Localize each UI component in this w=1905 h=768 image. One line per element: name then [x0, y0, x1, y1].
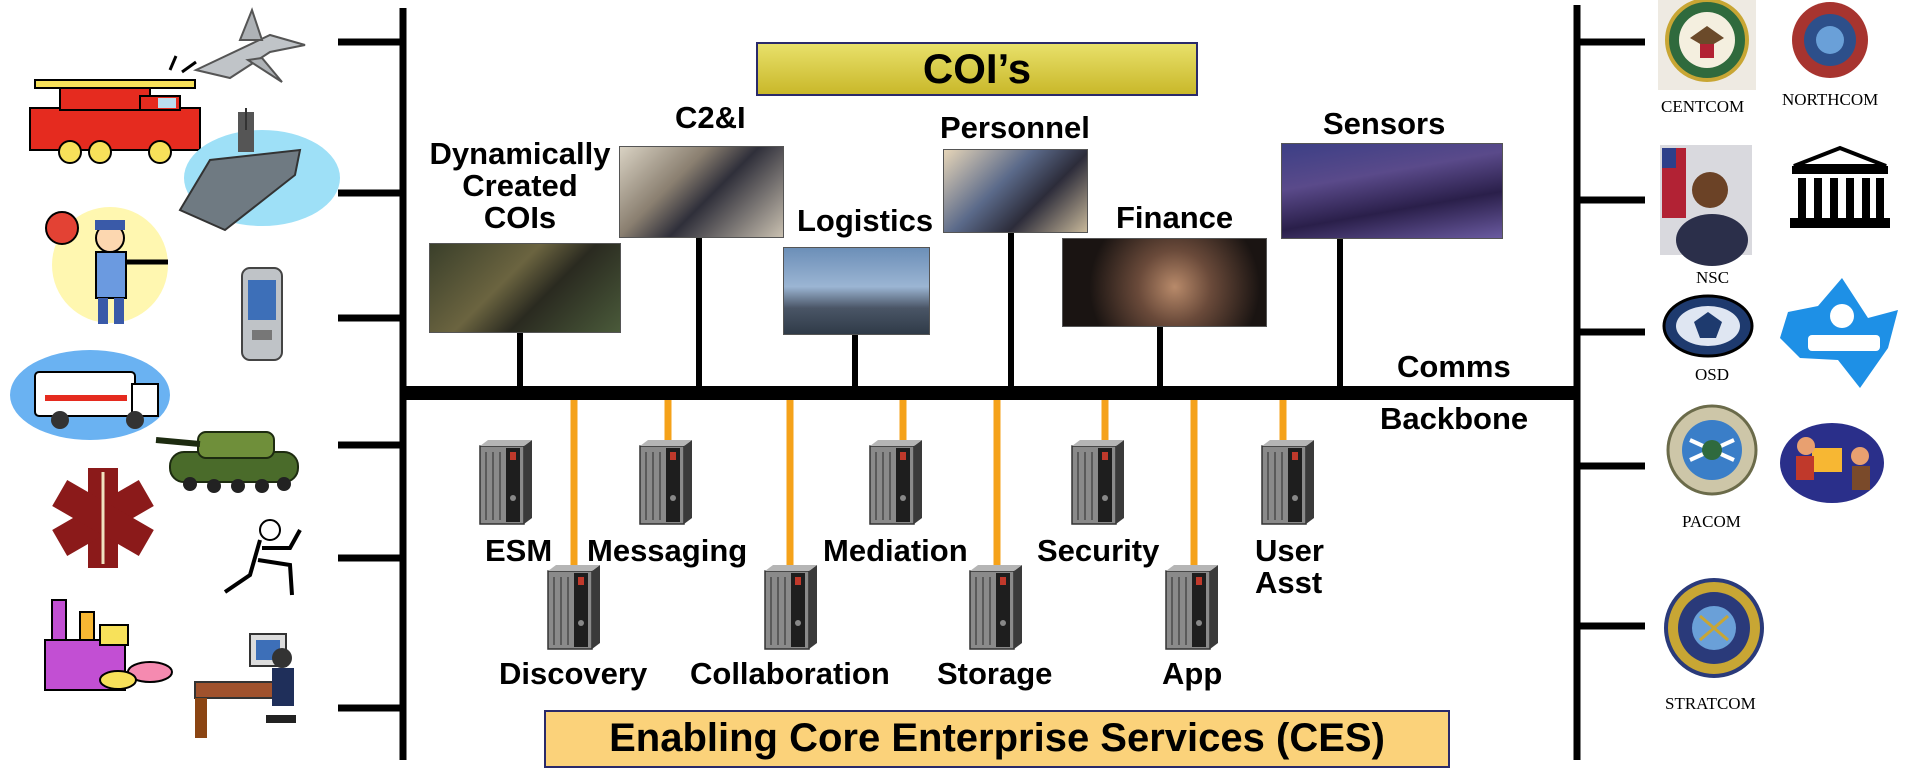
server-icon — [869, 439, 923, 525]
server-icon — [1165, 564, 1219, 650]
sensors-photo — [1281, 143, 1503, 239]
fighter-jet-icon — [192, 7, 306, 83]
kneeling-soldier-icon — [223, 519, 302, 596]
c2i-label: C2&I — [675, 100, 746, 135]
server-icon — [969, 564, 1023, 650]
computer-user-icon — [194, 633, 296, 738]
nsc-label: NSC — [1696, 268, 1730, 287]
server-icon — [479, 439, 533, 525]
dynamic-coi-photo — [429, 243, 621, 333]
police-officer-icon — [45, 207, 168, 324]
server-icon — [547, 564, 601, 650]
finance-photo — [1062, 238, 1267, 327]
northcom-label: NORTHCOM — [1782, 90, 1879, 109]
personnel-photo — [943, 149, 1088, 233]
app-label: App — [1162, 656, 1223, 691]
logistics-label: Logistics — [797, 203, 934, 238]
finance-label: Finance — [1116, 200, 1234, 235]
centcom-seal-icon — [1658, 0, 1756, 90]
factory-icon — [44, 599, 173, 691]
discovery-label: Discovery — [499, 656, 648, 691]
sheriff-badge-icon — [1780, 278, 1898, 388]
personnel-label: Personnel — [940, 110, 1090, 145]
nsc-portrait-icon — [1660, 145, 1752, 266]
server-icon — [639, 439, 693, 525]
user-asst-label: User Asst — [1255, 533, 1324, 600]
osd-label: OSD — [1695, 365, 1730, 384]
tank-icon — [155, 431, 299, 493]
stratcom-seal-icon — [1664, 578, 1764, 678]
pacom-seal-icon — [1666, 404, 1758, 496]
dynamic-coi-label: Dynamically Created COIs — [429, 136, 611, 235]
pacom-label: PACOM — [1682, 512, 1741, 531]
esm-label: ESM — [485, 533, 553, 568]
server-icon — [1071, 439, 1125, 525]
star-of-life-icon — [52, 468, 154, 568]
messaging-label: Messaging — [587, 533, 748, 568]
server-icon — [1261, 439, 1315, 525]
stratcom-label: STRATCOM — [1665, 694, 1756, 713]
security-label: Security — [1037, 533, 1160, 568]
coi-banner: COI’s — [756, 42, 1198, 96]
centcom-label: CENTCOM — [1661, 97, 1745, 116]
osd-pentagon-seal-icon — [1662, 294, 1754, 358]
logistics-photo — [783, 247, 930, 335]
mediation-label: Mediation — [823, 533, 968, 568]
c2i-photo — [619, 146, 784, 238]
server-icon — [764, 564, 818, 650]
storage-label: Storage — [937, 656, 1053, 691]
ambulance-icon — [10, 350, 170, 440]
government-building-icon — [1790, 145, 1890, 228]
comms-label: Comms — [1397, 349, 1511, 384]
collaboration-label: Collaboration — [690, 656, 890, 691]
northcom-seal-icon — [1792, 2, 1868, 78]
pda-icon — [241, 267, 283, 361]
backbone-label: Backbone — [1380, 401, 1529, 436]
aircraft-carrier-icon — [178, 108, 340, 232]
ces-banner: Enabling Core Enterprise Services (CES) — [544, 710, 1450, 768]
meeting-clipart-icon — [1780, 423, 1884, 503]
sensors-label: Sensors — [1323, 106, 1446, 141]
fire-truck-icon — [29, 55, 201, 164]
